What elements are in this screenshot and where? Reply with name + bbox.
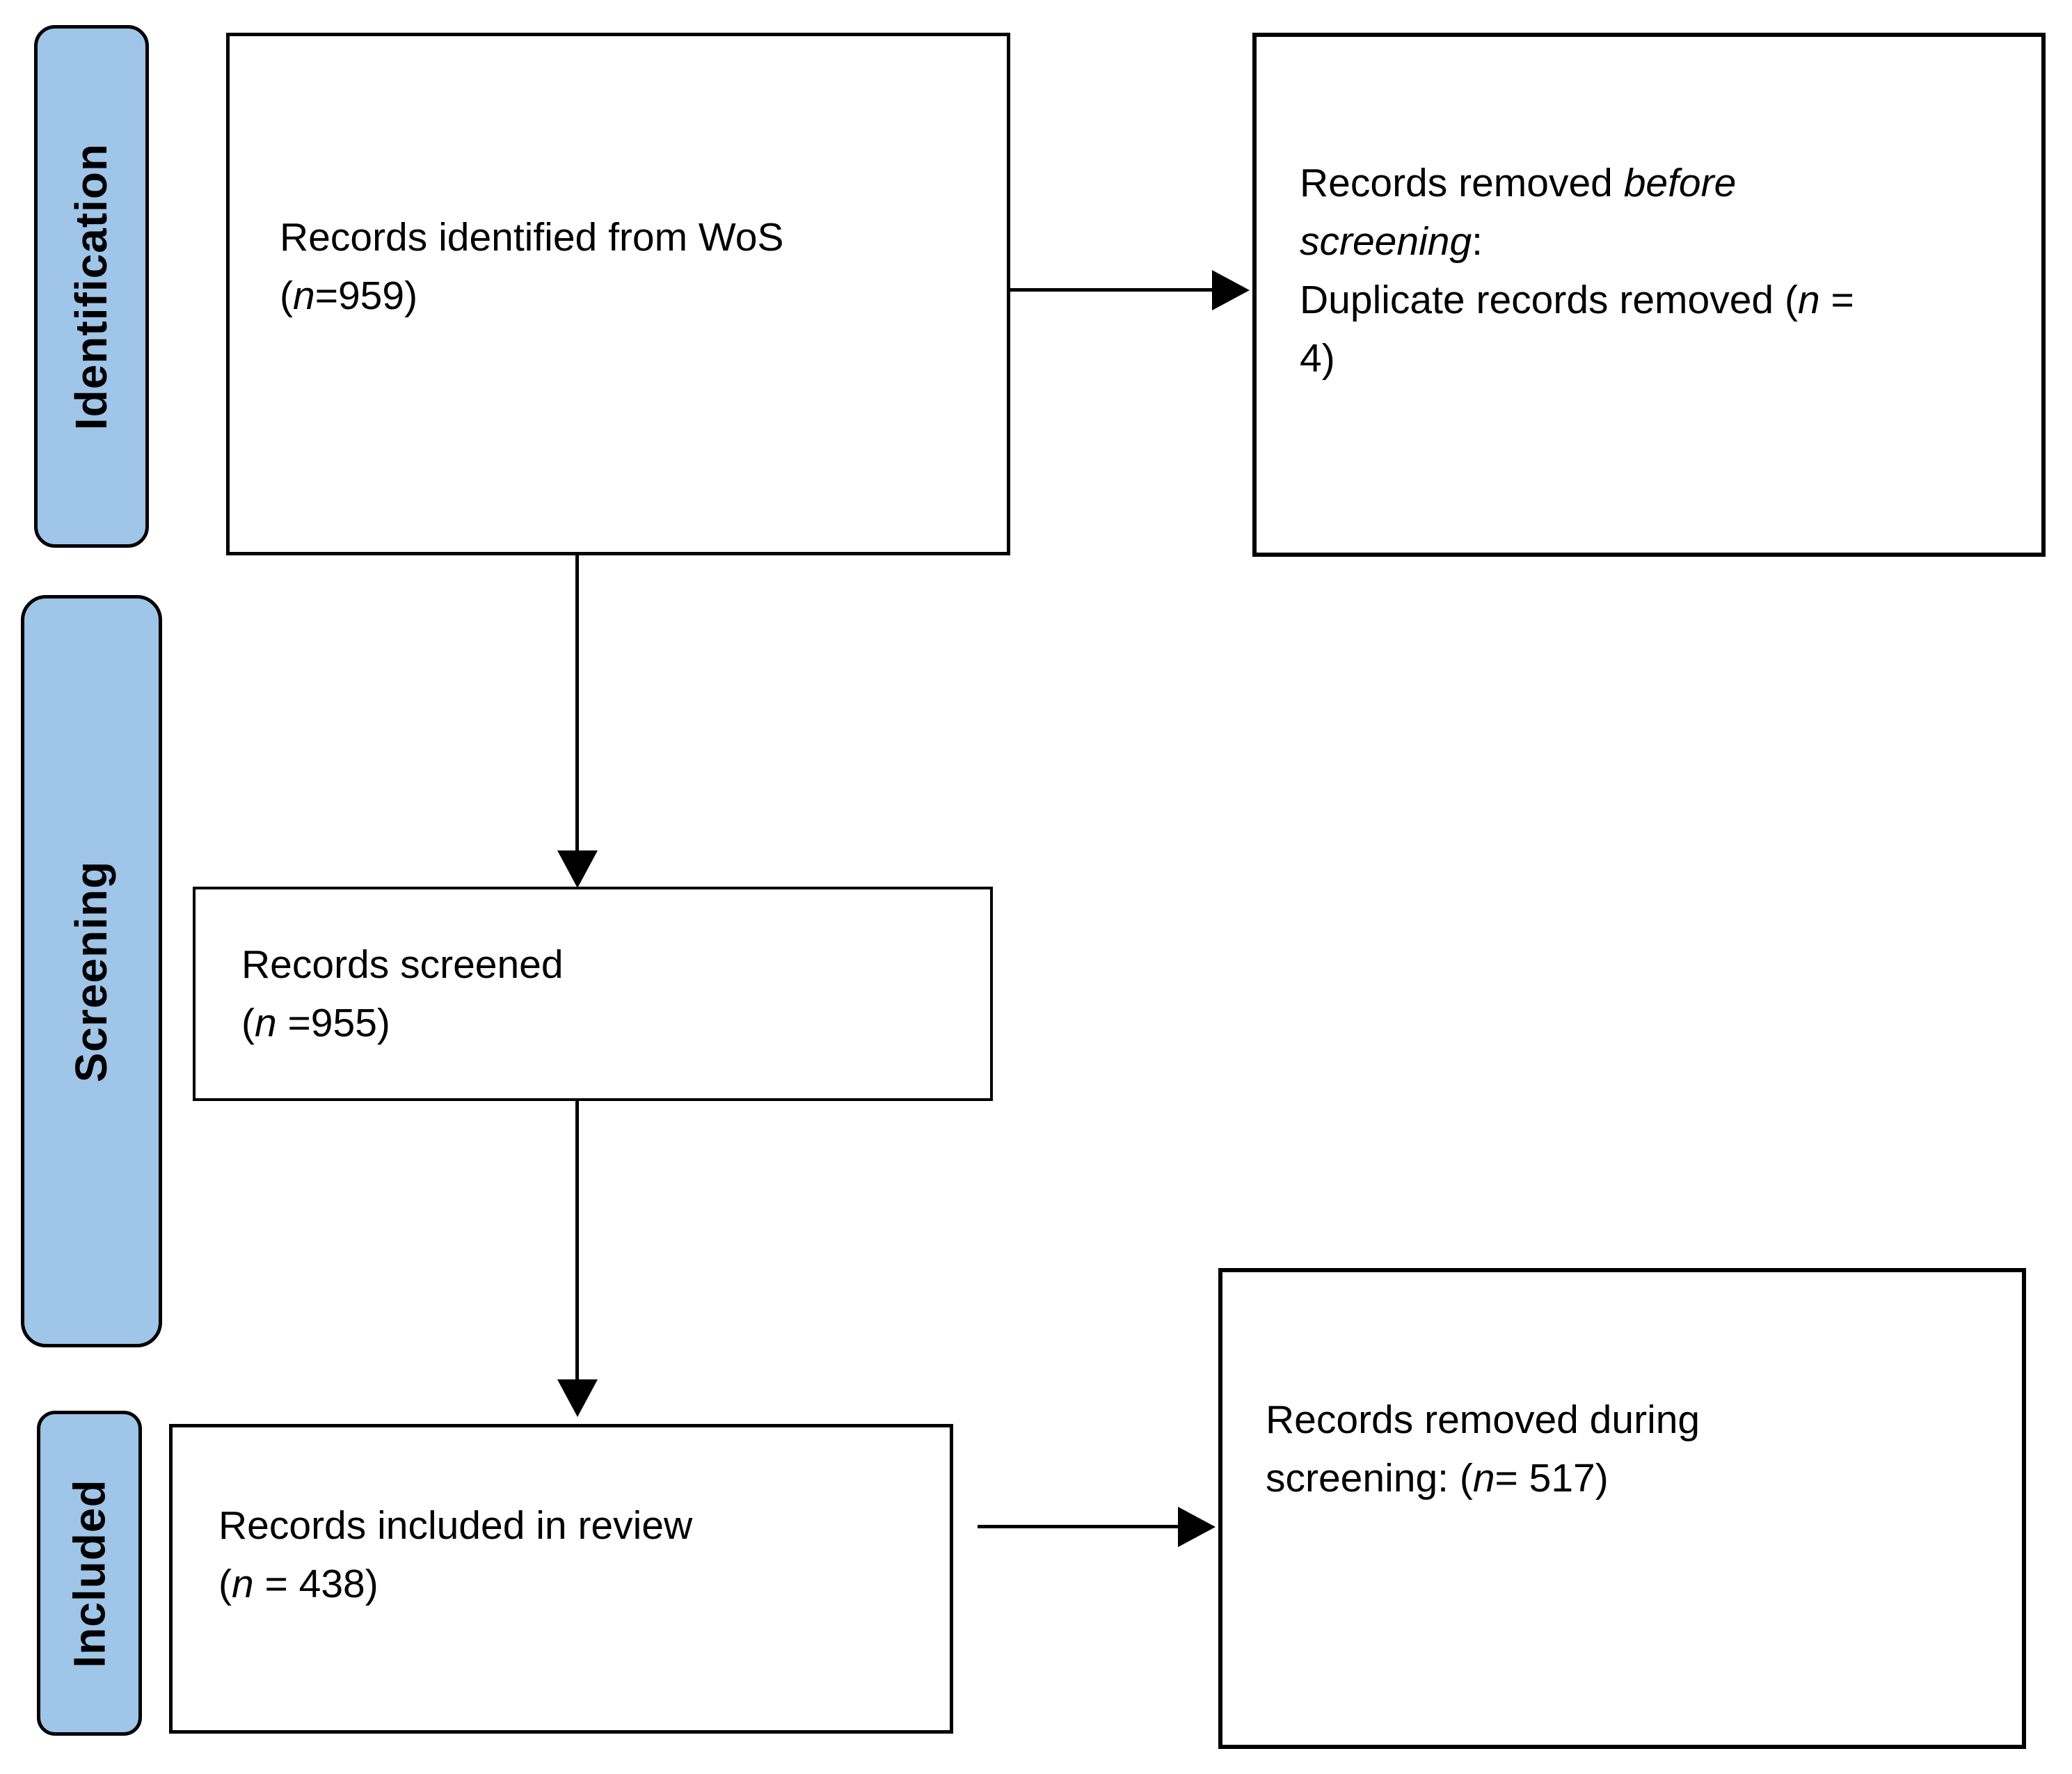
stage-label-identification: Identification	[34, 25, 149, 548]
arrow-identified-to-removed-before-line	[1010, 288, 1216, 292]
flow-box-records-included-in-review-text: Records included in review(n = 438)	[218, 1503, 693, 1606]
flow-box-records-screened-text: Records screened(n =955)	[241, 942, 564, 1045]
flow-box-records-identified: Records identified from WoS(n=959)	[226, 33, 1010, 555]
flow-box-records-screened: Records screened(n =955)	[193, 887, 993, 1101]
stage-label-included-text: Included	[64, 1478, 115, 1668]
arrow-included-to-removed-during-head	[1178, 1507, 1216, 1547]
flow-box-records-identified-text: Records identified from WoS(n=959)	[280, 214, 784, 318]
arrow-identified-to-removed-before-head	[1212, 270, 1250, 310]
arrow-identified-to-screened-head	[557, 850, 598, 888]
stage-label-screening: Screening	[21, 595, 162, 1347]
stage-label-identification-text: Identification	[66, 143, 117, 430]
arrow-screened-to-included-head	[557, 1379, 598, 1417]
arrow-identified-to-screened-line	[575, 555, 579, 853]
flow-box-records-included-in-review: Records included in review(n = 438)	[169, 1424, 953, 1734]
arrow-included-to-removed-during-line	[978, 1525, 1181, 1528]
stage-label-included: Included	[37, 1411, 142, 1736]
stage-label-screening-text: Screening	[66, 860, 117, 1082]
arrow-screened-to-included-line	[575, 1101, 579, 1382]
